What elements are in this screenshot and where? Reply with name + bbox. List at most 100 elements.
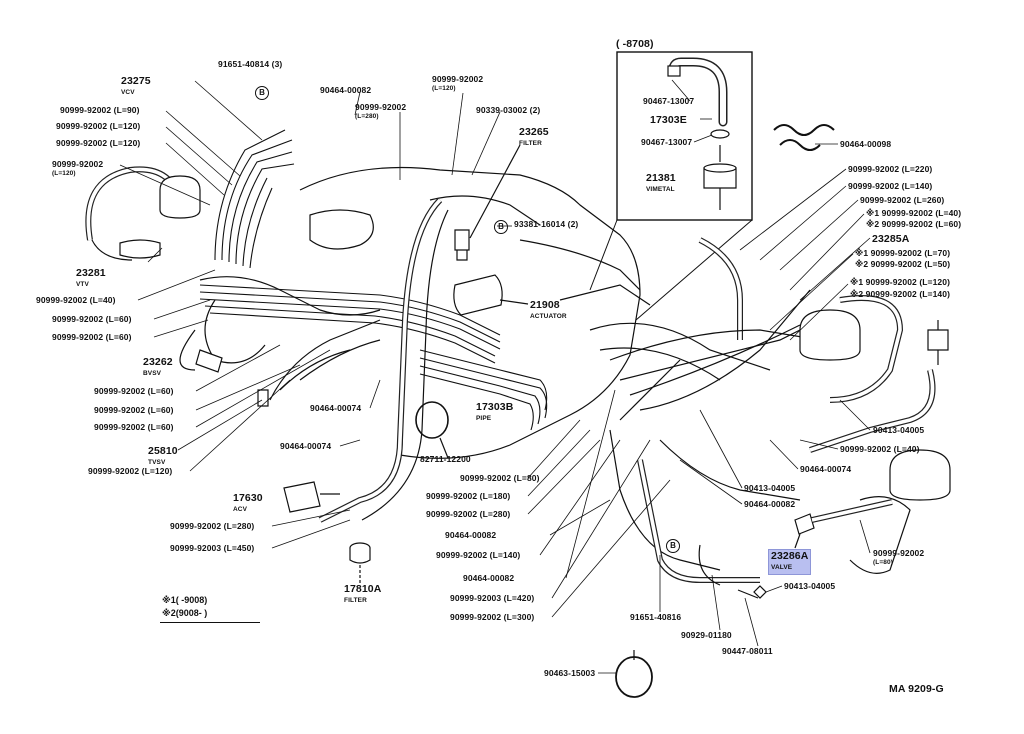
part-label[interactable]: 90999-92003 (L=450) bbox=[170, 544, 254, 553]
part-label[interactable]: 90464-00082 bbox=[445, 531, 496, 540]
part-name: VTV bbox=[76, 281, 89, 288]
part-label[interactable]: 90464-00082 bbox=[320, 86, 371, 95]
part-label[interactable]: ※2 90999-92002 (L=140) bbox=[850, 290, 950, 299]
part-name: (L=280) bbox=[355, 113, 379, 120]
part-label[interactable]: 90999-92002 (L=180) bbox=[426, 492, 510, 501]
part-label[interactable]: 90464-00082 bbox=[463, 574, 514, 583]
part-number: ※2 90999-92002 (L=50) bbox=[855, 259, 951, 269]
part-number: 90999-92002 (L=60) bbox=[94, 405, 174, 415]
part-label[interactable]: 90464-00098 bbox=[840, 140, 891, 149]
part-number: 90999-92002 (L=60) bbox=[52, 332, 132, 342]
part-label[interactable]: ※2 90999-92002 (L=60) bbox=[866, 220, 961, 229]
part-label[interactable]: 90929-01180 bbox=[681, 631, 732, 640]
part-label[interactable]: 90999-92002 (L=60) bbox=[94, 387, 174, 396]
part-number: 90999-92002 (L=280) bbox=[426, 509, 511, 519]
part-number: 90999-92002 (L=140) bbox=[848, 181, 933, 191]
part-number: 90464-00074 bbox=[310, 403, 362, 413]
part-label[interactable]: 90467-13007 bbox=[643, 97, 694, 106]
part-label[interactable]: ※2 90999-92002 (L=50) bbox=[855, 260, 950, 269]
part-label[interactable]: ※1 90999-92002 (L=40) bbox=[866, 209, 961, 218]
part-number: 90447-08011 bbox=[722, 646, 773, 656]
part-number: 90999-92002 bbox=[52, 159, 104, 169]
part-label[interactable]: ※1 90999-92002 (L=70) bbox=[855, 249, 950, 258]
footnote-1: ※1( -9008) bbox=[162, 595, 208, 605]
part-label[interactable]: ※1 90999-92002 (L=120) bbox=[850, 278, 950, 287]
part-number: 90999-92002 (L=140) bbox=[436, 550, 521, 560]
part-number: 90999-92002 (L=260) bbox=[860, 195, 945, 205]
part-label[interactable]: 90999-92002 (L=140) bbox=[848, 182, 932, 191]
part-name: PIPE bbox=[476, 415, 492, 422]
part-label[interactable]: 90999-92002 (L=80) bbox=[460, 474, 540, 483]
part-number: 23285A bbox=[872, 233, 910, 245]
part-label[interactable]: 17303E bbox=[650, 115, 687, 126]
part-label[interactable]: 90999-92002 (L=280) bbox=[426, 510, 510, 519]
part-label[interactable]: 90999-92002 (L=120) bbox=[88, 467, 172, 476]
part-label[interactable]: 90999-92002 (L=40) bbox=[840, 445, 920, 454]
part-label[interactable]: 90464-00082 bbox=[744, 500, 795, 509]
part-number: 90999-92002 (L=90) bbox=[60, 105, 140, 115]
part-number: ※1 90999-92002 (L=40) bbox=[866, 208, 962, 218]
part-label[interactable]: MA 9209-G bbox=[889, 684, 944, 695]
part-label[interactable]: 93381-16014 (2) bbox=[514, 220, 578, 229]
part-number: 90999-92002 (L=300) bbox=[450, 612, 535, 622]
part-label[interactable]: 90999-92002 (L=260) bbox=[860, 196, 944, 205]
part-label[interactable]: 90999-92003 (L=420) bbox=[450, 594, 534, 603]
part-label[interactable]: 91651-40816 bbox=[630, 613, 681, 622]
highlighted-part-label[interactable]: 23286A VALVE bbox=[768, 549, 812, 575]
part-number: 90464-00074 bbox=[800, 464, 852, 474]
part-number: 93381-16014 (2) bbox=[514, 219, 579, 229]
part-label[interactable]: 90999-92002 (L=300) bbox=[450, 613, 534, 622]
part-label[interactable]: 90999-92002 (L=60) bbox=[94, 406, 174, 415]
part-label[interactable]: 23285A bbox=[872, 234, 909, 245]
part-label[interactable]: 91651-40814 (3) bbox=[218, 60, 282, 69]
part-label[interactable]: 90999-92002(L=280) bbox=[355, 103, 406, 121]
part-label[interactable]: 90999-92002 (L=90) bbox=[60, 106, 140, 115]
part-number: 90464-00074 bbox=[280, 441, 332, 451]
inset-title: ( -8708) bbox=[616, 38, 654, 50]
part-label[interactable]: 90999-92002(L=80) bbox=[873, 549, 924, 567]
part-label[interactable]: 90467-13007 bbox=[641, 138, 692, 147]
part-label[interactable]: 90999-92002(L=120) bbox=[52, 160, 103, 178]
part-label[interactable]: 90464-00074 bbox=[280, 442, 331, 451]
part-label[interactable]: 90447-08011 bbox=[722, 647, 773, 656]
part-label[interactable]: 90464-00074 bbox=[800, 465, 851, 474]
part-number: 23265 bbox=[519, 126, 549, 138]
part-label[interactable]: 90413-04005 bbox=[784, 582, 835, 591]
part-number: 90999-92002 bbox=[873, 548, 925, 558]
part-label[interactable]: 90999-92002 (L=120) bbox=[56, 139, 140, 148]
part-number: 90999-92002 bbox=[355, 102, 407, 112]
highlighted-part-name: VALVE bbox=[771, 564, 793, 571]
part-label[interactable]: 90413-04005 bbox=[873, 426, 924, 435]
part-label[interactable]: 90339-03002 (2) bbox=[476, 106, 540, 115]
part-number: 23262 bbox=[143, 356, 173, 368]
part-number: 90999-92002 (L=80) bbox=[460, 473, 540, 483]
part-label[interactable]: 90999-92002 (L=140) bbox=[436, 551, 520, 560]
part-label[interactable]: 90999-92002 (L=280) bbox=[170, 522, 254, 531]
part-label[interactable]: 90999-92002 (L=60) bbox=[94, 423, 174, 432]
part-label[interactable]: 90999-92002 (L=40) bbox=[36, 296, 116, 305]
part-label[interactable]: 90999-92002 (L=60) bbox=[52, 333, 132, 342]
part-label[interactable]: 82711-12200 bbox=[420, 455, 471, 464]
part-label[interactable]: 90464-00074 bbox=[310, 404, 361, 413]
part-label[interactable]: 90999-92002 (L=60) bbox=[52, 315, 132, 324]
part-number: 90413-04005 bbox=[784, 581, 836, 591]
part-label[interactable]: 90999-92002 (L=120) bbox=[56, 122, 140, 131]
part-label[interactable]: 90463-15003 bbox=[544, 669, 595, 678]
part-label[interactable]: 90999-92002 (L=220) bbox=[848, 165, 932, 174]
marker-b: B bbox=[255, 86, 269, 100]
part-number: 90929-01180 bbox=[681, 630, 732, 640]
part-label[interactable]: 90413-04005 bbox=[744, 484, 795, 493]
part-label[interactable]: 90999-92002(L=120) bbox=[432, 75, 483, 93]
part-number: 90999-92002 (L=180) bbox=[426, 491, 511, 501]
